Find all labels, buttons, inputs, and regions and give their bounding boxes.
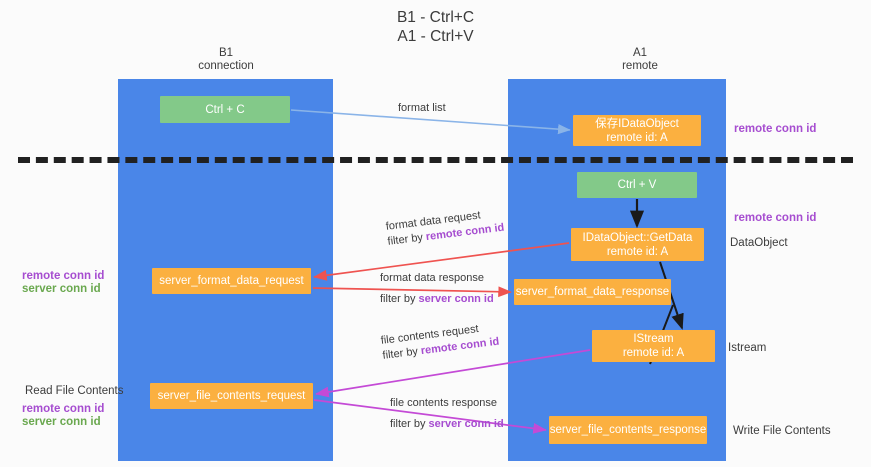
- node-server-format-data-request[interactable]: server_format_data_request: [152, 268, 311, 294]
- node-getdata-line2: remote id: A: [606, 245, 669, 258]
- filter-prefix: filter by: [390, 418, 429, 430]
- label-istream: Istream: [728, 342, 767, 354]
- filter-prefix: filter by: [380, 293, 419, 305]
- node-save-idataobject-line2: remote id: A: [606, 131, 668, 144]
- diagram-title: B1 - Ctrl+C A1 - Ctrl+V: [396, 9, 475, 45]
- node-idataobject-getdata[interactable]: IDataObject::GetData remote id: A: [571, 228, 704, 261]
- node-server-file-contents-request-label: server_file_contents_request: [157, 390, 306, 402]
- label-write-file-contents: Write File Contents: [733, 425, 831, 437]
- label-left-remote-conn-id-2: remote conn id: [22, 403, 105, 415]
- label-left-server-conn-id-2: server conn id: [22, 416, 101, 428]
- node-server-format-data-response-label: server_format_data_response: [515, 286, 670, 298]
- edge-label-format-list: format list: [398, 102, 446, 114]
- edge-label-format-data-response: format data response filter by server co…: [380, 271, 494, 307]
- edge-label-file-contents-response-filter: filter by server conn id: [390, 417, 504, 432]
- label-dataobject: DataObject: [730, 237, 788, 249]
- node-save-idataobject-line1: 保存IDataObject: [595, 117, 679, 130]
- lane-header-a1: A1 remote: [622, 47, 658, 72]
- node-istream-line1: IStream: [633, 333, 674, 345]
- node-getdata-line1: IDataObject::GetData: [582, 231, 693, 244]
- node-ctrl-v-label: Ctrl + V: [617, 179, 657, 191]
- node-ctrl-c[interactable]: Ctrl + C: [160, 96, 290, 123]
- section-divider: [18, 157, 853, 163]
- edge-label-format-data-response-filter: filter by server conn id: [380, 292, 494, 307]
- node-server-file-contents-request[interactable]: server_file_contents_request: [150, 383, 313, 409]
- label-read-file-contents: Read File Contents: [25, 385, 124, 397]
- edge-label-format-data-request: format data request filter by remote con…: [385, 206, 505, 250]
- label-left-server-conn-id: server conn id: [22, 283, 101, 295]
- node-istream-line2: remote id: A: [622, 347, 685, 359]
- filter-prefix: filter by: [386, 231, 427, 248]
- filter-key-server-conn-id: server conn id: [428, 418, 504, 430]
- node-server-format-data-request-label: server_format_data_request: [159, 275, 304, 287]
- label-remote-conn-id-top: remote conn id: [734, 123, 817, 135]
- edge-label-file-contents-request: file contents request filter by remote c…: [380, 320, 500, 364]
- filter-key-server-conn-id: server conn id: [418, 293, 494, 305]
- lane-header-b1: B1 connection: [198, 47, 254, 72]
- edge-label-format-data-response-line1: format data response: [380, 272, 484, 284]
- node-ctrl-c-label: Ctrl + C: [205, 103, 245, 116]
- label-remote-conn-id-mid: remote conn id: [734, 212, 817, 224]
- node-server-format-data-response[interactable]: server_format_data_response: [514, 279, 671, 305]
- label-left-remote-conn-id: remote conn id: [22, 270, 105, 282]
- node-ctrl-v[interactable]: Ctrl + V: [577, 172, 697, 198]
- filter-prefix: filter by: [381, 345, 422, 362]
- edge-label-file-contents-response: file contents response filter by server …: [390, 396, 504, 432]
- node-server-file-contents-response-label: server_file_contents_response: [549, 424, 707, 436]
- node-server-file-contents-response[interactable]: server_file_contents_response: [549, 416, 707, 444]
- edge-label-file-contents-response-line1: file contents response: [390, 397, 498, 409]
- node-save-idataobject[interactable]: 保存IDataObject remote id: A: [573, 115, 701, 146]
- node-istream[interactable]: IStream remote id: A: [592, 330, 715, 362]
